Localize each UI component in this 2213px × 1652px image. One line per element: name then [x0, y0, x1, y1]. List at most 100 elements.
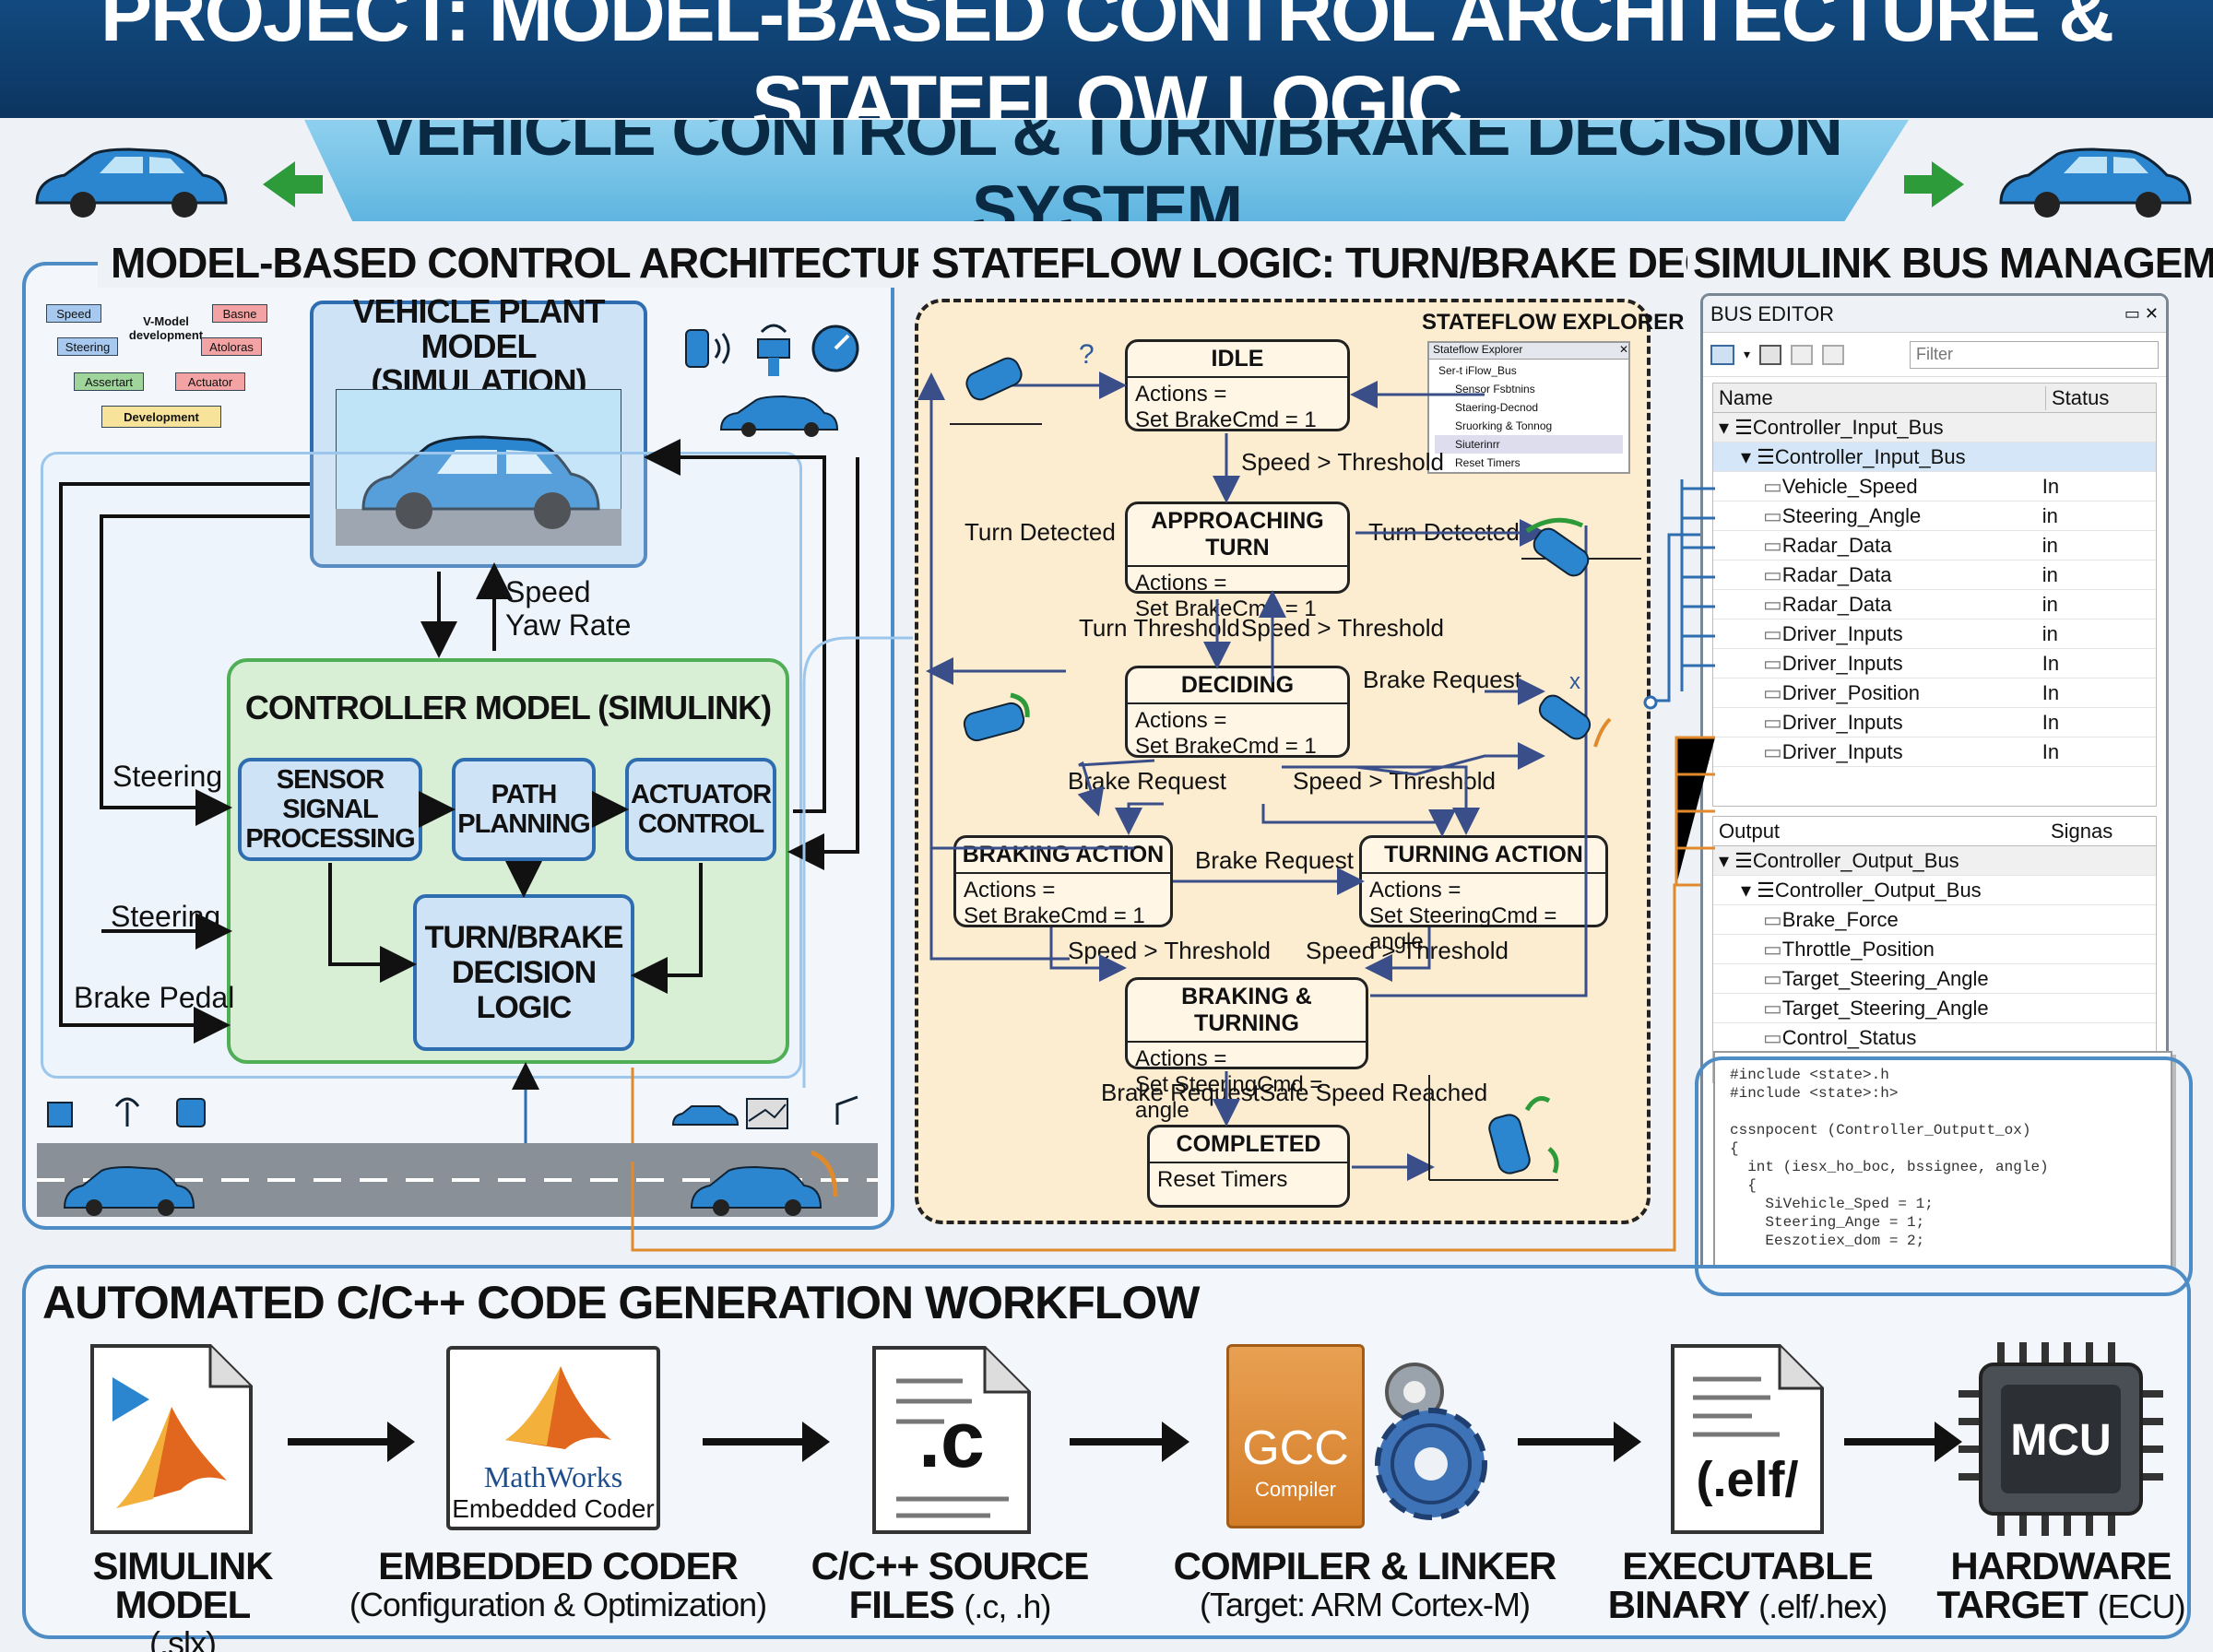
- signal-name: Target_Steering_Angle: [1781, 996, 1989, 1020]
- path-planning-block[interactable]: PATH PLANNING: [452, 758, 596, 861]
- turn-arrow-icon: [1904, 161, 1964, 207]
- v-model-node: Atoloras: [201, 337, 262, 356]
- close-icon[interactable]: ✕: [2144, 304, 2159, 323]
- explorer-tree: Ser-t iFlow_Bus Sensor Fsbtnins Staering…: [1429, 360, 1628, 474]
- tree-row[interactable]: ▾ ☰ Controller_Input_Bus: [1713, 413, 2156, 442]
- bus-signal-row[interactable]: ▭ Brake_Force: [1713, 905, 2156, 935]
- tree-row[interactable]: ▾ ☰ Controller_Input_Bus: [1713, 442, 2156, 472]
- transition-label: Brake Request: [1195, 846, 1354, 874]
- restore-icon[interactable]: ▭: [2124, 304, 2145, 323]
- transition-label: x: [1569, 669, 1580, 694]
- filter-input[interactable]: [1910, 340, 2159, 369]
- column-header-signals[interactable]: Signas: [2051, 819, 2113, 843]
- transition-label: Brake Request: [1363, 666, 1521, 693]
- feedback-signal-label: Speed Yaw Rate: [505, 575, 632, 642]
- signal-name: Radar_Data: [1781, 533, 1892, 557]
- bus-name: Controller_Input_Bus: [1752, 415, 1944, 439]
- step-sub: (Target: ARM Cortex-M): [1199, 1586, 1531, 1623]
- controller-model-label: CONTROLLER MODEL (SIMULINK): [244, 689, 772, 726]
- bus-signal-row[interactable]: ▭ Control_Status: [1713, 1023, 2156, 1053]
- bus-signal-row[interactable]: ▭ Target_Steering_Angle: [1713, 994, 2156, 1023]
- transition-label: Turn Threshold: [1079, 614, 1240, 642]
- explorer-item[interactable]: Reset Timers: [1455, 456, 1521, 469]
- bus-icon[interactable]: [1791, 344, 1814, 365]
- v-model-title: V-Model development: [128, 314, 204, 342]
- c-file-icon: [872, 1346, 1031, 1534]
- gps-icon: [176, 1098, 206, 1127]
- signal-name: Driver_Inputs: [1781, 651, 1903, 675]
- header-right-icons: [1904, 148, 2192, 218]
- grid-icon[interactable]: [1710, 344, 1734, 365]
- workflow-arrows: [288, 1422, 1962, 1462]
- explorer-item[interactable]: Ser-t iFlow_Bus: [1438, 364, 1517, 377]
- stateflow-explorer-window[interactable]: Stateflow Explorer ✕ Ser-t iFlow_Bus Sens…: [1427, 341, 1630, 474]
- bus-signal-row[interactable]: ▭ Target_Steering_Angle: [1713, 964, 2156, 994]
- state-actions: Actions = Set BrakeCmd = 1: [1135, 571, 1317, 621]
- car-icon: [1525, 517, 1590, 577]
- transition-label: ?: [1079, 339, 1095, 370]
- embedded-coder-icon: MathWorks Embedded Coder: [446, 1346, 660, 1530]
- column-header-status[interactable]: Status: [2045, 385, 2109, 410]
- step-name: EMBEDDED CODER: [378, 1544, 739, 1587]
- state-name: BRAKING & TURNING: [1128, 980, 1366, 1043]
- vehicle-plant-model[interactable]: VEHICLE PLANT MODEL (SIMULATION): [310, 294, 647, 568]
- c-file-label: .c: [918, 1395, 985, 1484]
- explorer-item[interactable]: Staering-Decnod: [1455, 401, 1539, 414]
- workflow-step: EMBEDDED CODER(Configuration & Optimizat…: [341, 1547, 775, 1624]
- steering-input-label: Steering: [112, 760, 223, 793]
- explorer-window-title: Stateflow Explorer: [1433, 343, 1523, 356]
- generated-code-window[interactable]: #include <state>.h #include <state>:h> c…: [1713, 1051, 2172, 1304]
- bus-icon[interactable]: [1759, 344, 1782, 365]
- column-header-output[interactable]: Output: [1719, 819, 1781, 843]
- v-model-node: Steering: [57, 337, 118, 356]
- signal-status: in: [2041, 621, 2058, 645]
- close-icon[interactable]: ✕: [1618, 343, 1628, 356]
- bus-icon[interactable]: [1822, 344, 1845, 365]
- tree-row[interactable]: ▾ ☰ Controller_Output_Bus: [1713, 876, 2156, 905]
- v-model-node: Assertart: [74, 372, 144, 391]
- explorer-item[interactable]: Siuterinrr: [1435, 435, 1623, 454]
- architecture-title: MODEL-BASED CONTROL ARCHITECTURE: [98, 238, 976, 288]
- step-name: TARGET: [1936, 1583, 2089, 1626]
- explorer-item[interactable]: Sruorking & Tonnog: [1455, 419, 1553, 432]
- state-name: BRAKING ACTION: [956, 838, 1170, 874]
- signal-status: In: [2041, 651, 2060, 675]
- signal-name: Radar_Data: [1781, 562, 1892, 586]
- signal-icon: ▭: [1763, 474, 1782, 498]
- gcc-label: GCC: [1242, 1422, 1349, 1475]
- state-actions: Actions = Set SteeringCmd = angle: [1135, 1046, 1323, 1123]
- explorer-item[interactable]: Sensor Fsbtnins: [1455, 383, 1535, 395]
- bus-name: Controller_Output_Bus: [1774, 878, 1982, 902]
- bus-signal-row[interactable]: ▭ Throttle_Position: [1713, 935, 2156, 964]
- signal-icon: ▭: [1763, 503, 1782, 527]
- codegen-title: AUTOMATED C/C++ CODE GENERATION WORKFLOW: [42, 1277, 1200, 1328]
- v-model-node: Development: [101, 406, 221, 428]
- signal-icon: ▭: [1763, 562, 1782, 586]
- output-bus-tree: Output Signas ▾ ☰ Controller_Output_Bus ▾…: [1712, 816, 2157, 1083]
- car-icon: [336, 389, 621, 546]
- column-header-name[interactable]: Name: [1719, 385, 1773, 409]
- step-name: BINARY: [1607, 1583, 1750, 1626]
- sensor-signal-processing-block[interactable]: SENSOR SIGNAL PROCESSING: [238, 758, 422, 861]
- chevron-down-icon[interactable]: ▾: [1744, 347, 1751, 361]
- signal-icon: ▭: [1763, 592, 1782, 616]
- executable-file-icon: [1671, 1344, 1824, 1534]
- tree-row[interactable]: ▾ ☰ Controller_Output_Bus: [1713, 846, 2156, 876]
